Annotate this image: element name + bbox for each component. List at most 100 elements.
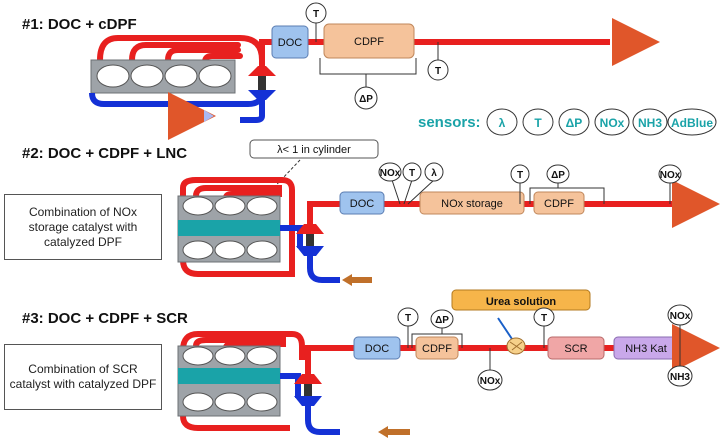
- legend-dp-icon: [558, 108, 590, 136]
- section3-dpf-label: CDPF: [422, 343, 452, 355]
- section1-dpf-box: [323, 23, 415, 59]
- section1-t1-icon: [305, 2, 327, 24]
- section3-turbine: [294, 374, 322, 384]
- section3-cylinders: [182, 346, 278, 412]
- section3-dp-icon: [430, 309, 454, 329]
- section3-nox1-icon: [477, 369, 503, 391]
- section2-intake-line: [280, 225, 303, 248]
- section3-nh3kat-label: NH3 Kat: [625, 343, 667, 355]
- section3-nox2-icon: [667, 304, 693, 326]
- section1-t2-icon: [427, 59, 449, 81]
- section3-turbo-outlet: [305, 345, 354, 374]
- section2-t2-icon: [510, 164, 530, 184]
- section1-doc-label: DOC: [278, 37, 303, 49]
- section2-dp-bracket: [529, 187, 605, 204]
- section3-nox1-label: NOx: [480, 376, 501, 387]
- section3-description: Combination of SCR catalyst with catalyz…: [4, 344, 162, 410]
- section3-nox2-label: NOx: [670, 311, 691, 322]
- legend-nh3: NH3: [638, 116, 662, 130]
- legend-dp: ΔP: [566, 116, 583, 130]
- section2-nox-storage-box: [419, 191, 525, 215]
- legend-nox: NOx: [600, 116, 625, 130]
- section3-intake-line: [280, 373, 301, 398]
- section1-turbo-shaft: [258, 76, 266, 90]
- section3-urea-label: Urea solution: [486, 296, 557, 308]
- section2-nox2-icon: [658, 164, 682, 184]
- section2-t2-label: T: [517, 170, 523, 181]
- section2-turbine: [296, 224, 324, 234]
- section2-doc-box: [339, 191, 385, 215]
- section2-nox1-icon: [378, 162, 402, 182]
- section2-sensor-stems: [391, 179, 435, 205]
- section3-scr-label: SCR: [564, 343, 587, 355]
- section1-cylinders: [96, 64, 232, 88]
- section2-nox1-label: NOx: [380, 168, 401, 179]
- section3-compressor: [294, 396, 322, 406]
- legend-nox-icon: [594, 108, 630, 136]
- section2-callout-box: [249, 139, 379, 159]
- section3-dp-bracket: [411, 333, 463, 348]
- section2-t1-icon: [402, 162, 422, 182]
- section2-callout: λ< 1 in cylinder: [277, 144, 351, 156]
- section3-t1-label: T: [405, 313, 411, 324]
- section3-t2-label: T: [541, 313, 547, 324]
- legend-t-icon: [522, 108, 554, 136]
- section3-dpf-box: [415, 336, 459, 360]
- section3-intake-gallery: [178, 368, 280, 384]
- section1-compressor: [248, 90, 276, 100]
- section2-cylinders: [182, 196, 278, 260]
- section1-title: #1: DOC + cDPF: [22, 16, 137, 33]
- section2-doc-label: DOC: [350, 198, 375, 210]
- legend-adblue: AdBlue: [671, 116, 713, 130]
- legend-nh3-icon: [632, 108, 668, 136]
- section2-nox-storage-label: NOx storage: [441, 198, 503, 210]
- legend-lambda: λ: [499, 116, 506, 130]
- section2-intake-inlet: [307, 240, 340, 283]
- section2-description: Combination of NOx storage catalyst with…: [4, 194, 162, 260]
- section3-intake-inlet: [305, 390, 340, 435]
- section3-scr-box: [547, 336, 605, 360]
- section1-dpf-label: CDPF: [354, 36, 384, 48]
- section1-turbine: [248, 66, 276, 76]
- section1-dp-label: ΔP: [359, 94, 373, 105]
- section2-lambda-icon: [424, 162, 444, 182]
- legend-t: T: [534, 116, 542, 130]
- section1-t2-label: T: [435, 66, 441, 77]
- section2-dp-icon: [546, 164, 570, 184]
- legend-adblue-icon: [667, 108, 717, 136]
- section1-turbo-outlet: [259, 39, 272, 66]
- section3-urea-injector-line: [497, 317, 515, 343]
- section1-intake-inlet: [240, 98, 265, 123]
- section2-dpf-box: [533, 191, 585, 215]
- section3-doc-label: DOC: [365, 343, 390, 355]
- section3-nh3-icon: [667, 365, 693, 387]
- section3-t1-icon: [397, 307, 419, 327]
- section3-turbo-shaft: [304, 384, 312, 396]
- section3-t2-icon: [533, 307, 555, 327]
- section2-dpf-label: CDPF: [544, 198, 574, 210]
- section3-urea-spray-icon: [509, 341, 523, 351]
- section2-turbo-outlet: [307, 201, 340, 224]
- section2-t1-label: T: [409, 168, 415, 179]
- section3-urea-box: [451, 289, 591, 311]
- legend-lambda-icon: [486, 108, 518, 136]
- section1-doc-box: [271, 25, 309, 59]
- section1-t1-label: T: [313, 9, 319, 20]
- sensors-legend-label: sensors:: [418, 114, 481, 131]
- section2-dp-label: ΔP: [551, 170, 565, 181]
- section3-nh3-label: NH3: [670, 372, 690, 383]
- section3-intake-arrowhead: [378, 426, 388, 438]
- section2-title: #2: DOC + CDPF + LNC: [22, 145, 187, 162]
- section1-dp-bracket: [319, 58, 417, 75]
- section2-nox2-label: NOx: [660, 170, 681, 181]
- section3-dp-label: ΔP: [435, 315, 449, 326]
- section2-intake-gallery: [178, 220, 280, 236]
- section1-dp-icon: [354, 86, 378, 110]
- sensors-legend-items: λ T ΔP NOx NH3 AdBlue: [486, 108, 717, 136]
- section3-doc-box: [353, 336, 401, 360]
- section2-turbo-shaft: [306, 234, 314, 246]
- section2-intake-arrowhead: [342, 274, 352, 286]
- section3-title: #3: DOC + CDPF + SCR: [22, 310, 188, 327]
